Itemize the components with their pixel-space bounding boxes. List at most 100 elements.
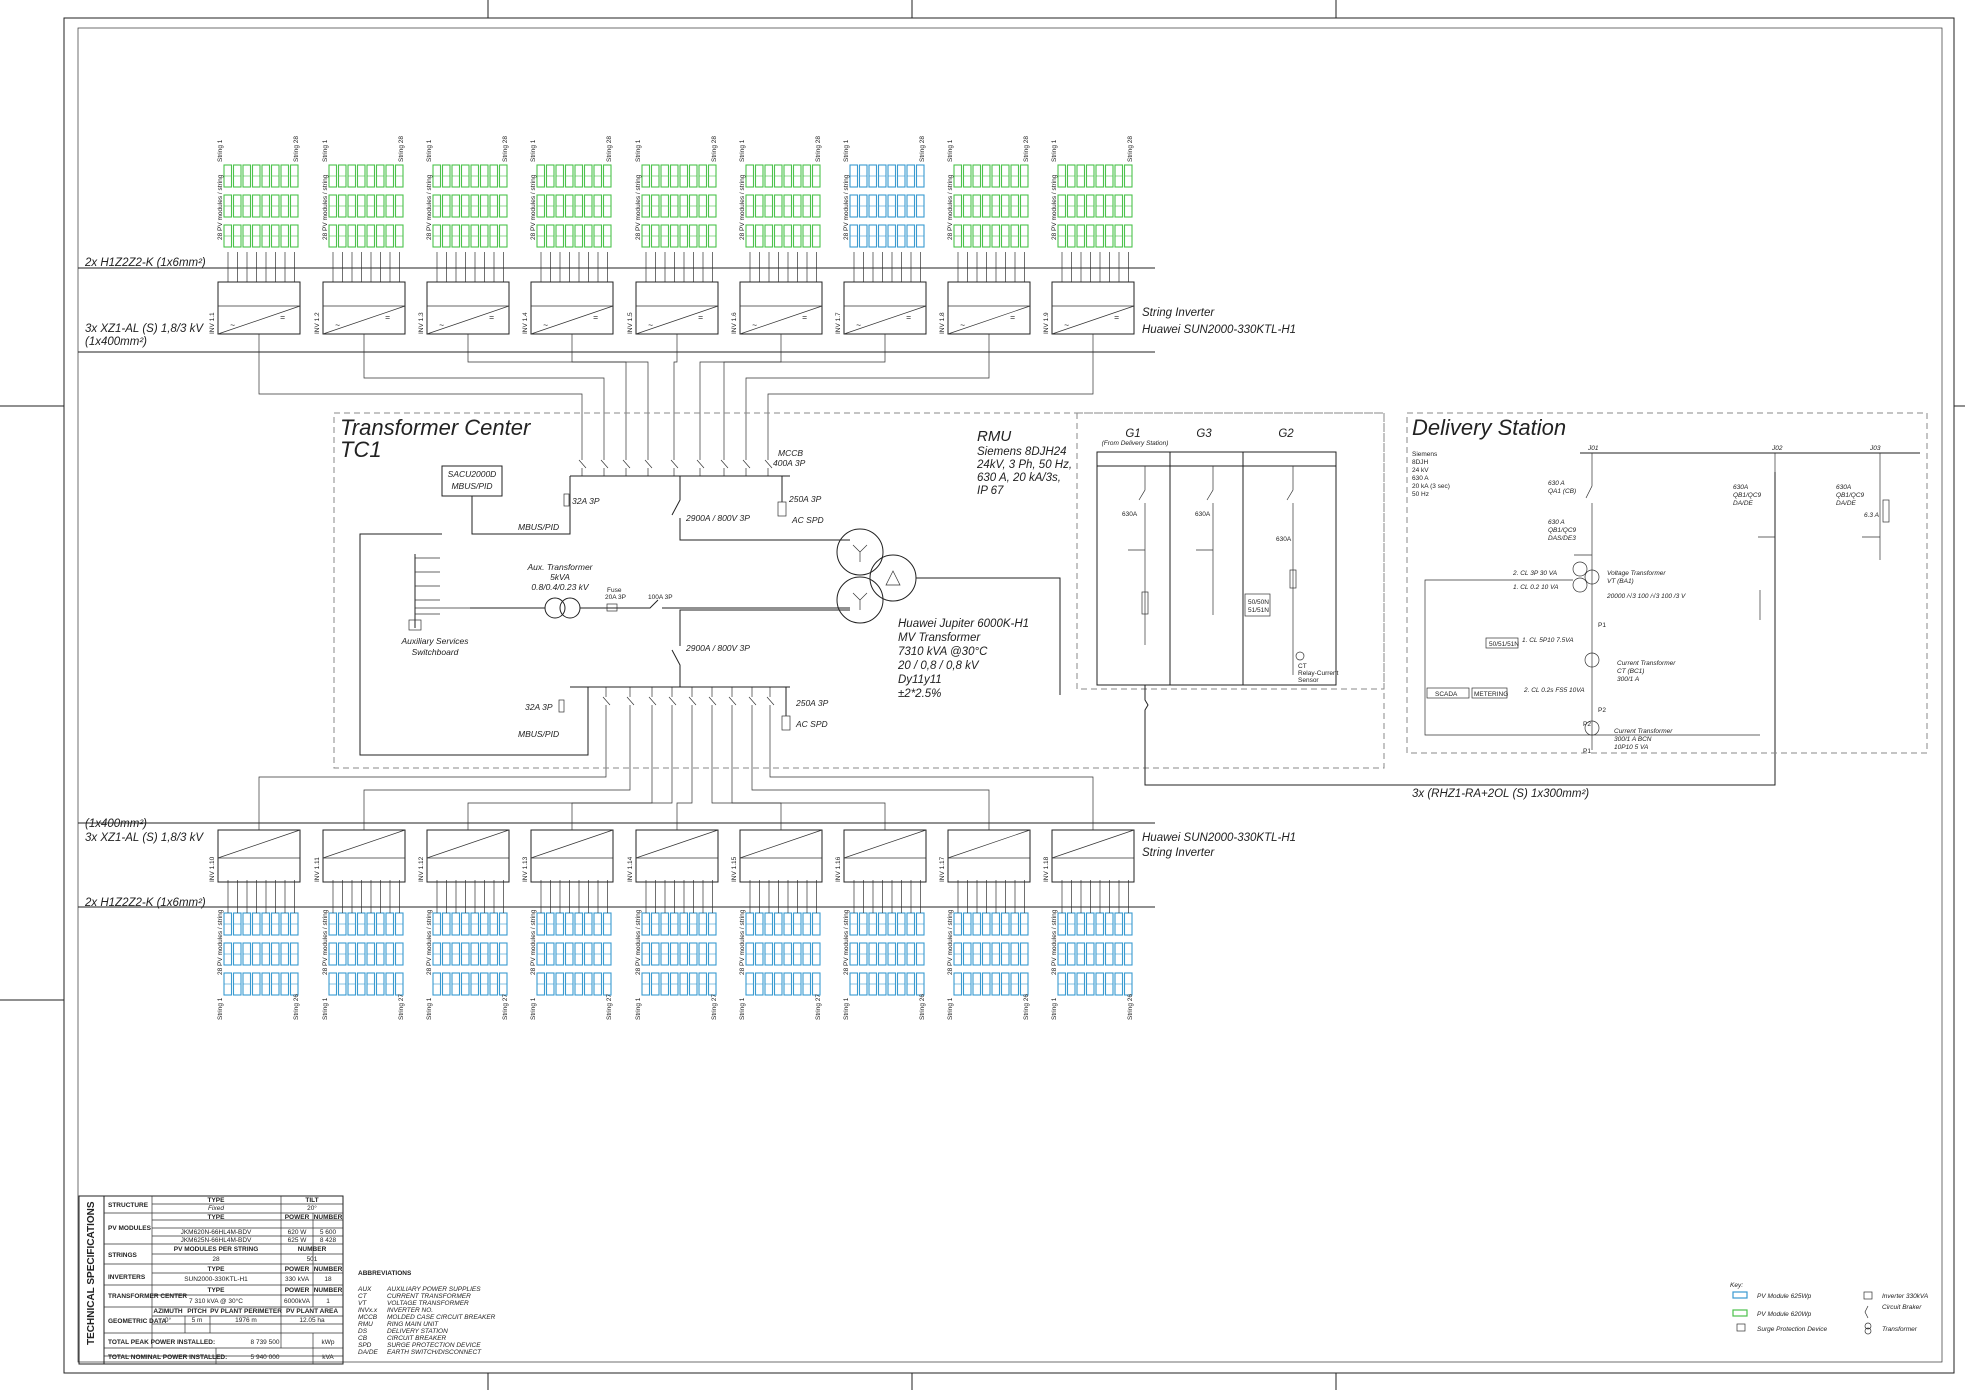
inverter-dc-symbol: = xyxy=(1114,312,1119,322)
mccb-breaker xyxy=(748,687,757,706)
rmu-spec-4: IP 67 xyxy=(977,485,1004,497)
bottom-ac-cable-label-1: (1x400mm²) xyxy=(85,818,147,830)
inverter-ac-symbol: ~ xyxy=(439,320,444,330)
inverter-dc-symbol: = xyxy=(1010,312,1015,322)
spec-total-nominal-unit: kVA xyxy=(322,1354,334,1361)
key-transformer-label: Transformer xyxy=(1882,1326,1918,1333)
spec-geo-header-pitch: PITCH xyxy=(187,1308,207,1315)
key-title: Key: xyxy=(1730,1282,1743,1289)
ds-vt-cl1: 2. CL 3P 30 VA xyxy=(1512,570,1557,577)
spec-inverters-header-power: POWER xyxy=(285,1266,310,1273)
string-first-label: String 1 xyxy=(843,139,850,162)
inverter-diagonal xyxy=(1051,305,1135,335)
abbreviation-meaning: MOLDED CASE CIRCUIT BREAKER xyxy=(387,1314,496,1321)
modules-per-string-label: 28 PV modules / string xyxy=(217,909,224,975)
inverter-ac-symbol: ~ xyxy=(543,320,548,330)
transformer-center-title-1: Transformer Center xyxy=(340,415,532,440)
string-inverter xyxy=(739,829,823,883)
modules-per-string-label: 28 PV modules / string xyxy=(530,909,537,975)
bottom-feeder-cable xyxy=(571,705,673,823)
transformer-center-boundary xyxy=(333,412,1385,769)
string-first-label: String 1 xyxy=(1051,997,1058,1020)
rmu-g1-feeder xyxy=(1128,466,1149,645)
string-inverter xyxy=(530,829,614,883)
string-last-label: String 28 xyxy=(502,136,509,162)
string-last-label: String 28 xyxy=(815,136,822,162)
spd-bottom-label: AC SPD xyxy=(795,719,828,729)
spec-geo-header-azimuth: AZIMUTH xyxy=(153,1308,183,1315)
aux-fuse-label-2: 20A 3P xyxy=(605,594,626,601)
mbus-bottom-wire xyxy=(359,533,589,756)
ds-spec-2: 8DJH xyxy=(1412,459,1429,466)
inverter-diagonal xyxy=(322,829,406,859)
string-first-label: String 1 xyxy=(1051,139,1058,162)
string-last-label: String 28 xyxy=(1127,136,1134,162)
ds-qb1-1: 630 A xyxy=(1548,519,1565,526)
inverter-diagonal xyxy=(739,305,823,335)
ds-j01-feeder xyxy=(1572,453,1600,750)
ds-p1-top: P1 xyxy=(1598,622,1606,629)
ds-relay-box xyxy=(1485,637,1519,649)
mccb-breaker xyxy=(764,459,773,476)
abbreviation-code: SPD xyxy=(358,1342,372,1349)
abbreviation-meaning: CURRENT TRANSFORMER xyxy=(387,1293,471,1300)
key-item-transformer: Transformer xyxy=(1864,1322,1918,1335)
bottom-feeder-cable xyxy=(711,705,782,823)
abbreviation-meaning: AUXILIARY POWER SUPPLIES xyxy=(386,1286,481,1293)
mccb-breaker xyxy=(622,459,631,476)
ds-vt-ratio: 20000 /√3 100 /√3 100 /3 V xyxy=(1606,592,1686,600)
mccb-breaker xyxy=(670,459,679,476)
spec-pv-row1-number: 5 600 xyxy=(320,1229,337,1236)
string-first-label: String 1 xyxy=(426,997,433,1020)
inverter-diagonal xyxy=(739,829,823,859)
spec-transformer-label: TRANSFORMER CENTER xyxy=(108,1293,187,1300)
mccb-breaker xyxy=(578,459,587,476)
spec-pv-row1-power: 620 W xyxy=(288,1229,308,1236)
string-last-label: String 28 xyxy=(293,136,300,162)
inverter-id-label: INV 1.11 xyxy=(314,857,321,882)
modules-per-string-label: 28 PV modules / string xyxy=(322,909,329,975)
string-last-label: String 27 xyxy=(398,994,405,1020)
aux-wire-right xyxy=(580,599,659,609)
inverter-ac-symbol: ~ xyxy=(648,320,653,330)
bottom-feeder-cable xyxy=(363,705,631,823)
mccb-breaker xyxy=(668,687,677,706)
inverter-ac-symbol: ~ xyxy=(1064,320,1069,330)
top-ac-cable-label-2: (1x400mm²) xyxy=(85,336,147,348)
string-inverter xyxy=(947,829,1031,883)
top-inverter-groups: String 1 String 28 28 PV modules / string ~… xyxy=(209,136,1135,352)
transformer-center-title-2: TC1 xyxy=(340,437,382,462)
inverter-id-label: INV 1.2 xyxy=(314,312,321,334)
inverter-ac-symbol: ~ xyxy=(335,320,340,330)
string-inverter xyxy=(426,829,510,883)
spec-pv-header-number: NUMBER xyxy=(314,1214,343,1221)
ds-ct2-cl: 2. CL 0.2s FS5 10VA xyxy=(1523,687,1585,694)
ds-qb1-3: DAS/DE3 xyxy=(1548,535,1576,542)
top-feeder-cable xyxy=(571,352,649,460)
string-last-label: String 26 xyxy=(919,994,926,1020)
spec-pv-header-power: POWER xyxy=(285,1214,310,1221)
spec-inverters-power: 330 kVA xyxy=(285,1276,310,1283)
spd-icon xyxy=(1736,1323,1746,1332)
modules-per-string-label: 28 PV modules / string xyxy=(322,174,329,240)
pv-module-620-swatch xyxy=(1732,1309,1748,1317)
abbreviation-code: DS xyxy=(358,1328,368,1335)
inverter-dc-symbol: = xyxy=(698,312,703,322)
ds-spec-3: 24 kV xyxy=(1412,467,1429,474)
inverter-id-label: INV 1.14 xyxy=(627,856,634,882)
key-item-inverter: Inverter 330kVA xyxy=(1863,1291,1928,1300)
top-inverter-label-2: Huawei SUN2000-330KTL-H1 xyxy=(1142,324,1296,336)
mccb-breaker xyxy=(602,687,611,706)
top-ac-cable-label-1: 3x XZ1-AL (S) 1,8/3 kV xyxy=(85,323,204,335)
mccb-breaker xyxy=(766,687,775,706)
bottom-inverter-label-1: Huawei SUN2000-330KTL-H1 xyxy=(1142,832,1296,844)
aux-transformer-label-3: 0.8/0.4/0.23 kV xyxy=(531,582,590,592)
ds-ct1-cl: 1. CL 5P10 7.5VA xyxy=(1522,637,1574,644)
spec-geo-area: 12.05 ha xyxy=(299,1317,325,1324)
modules-per-string-label: 28 PV modules / string xyxy=(426,909,433,975)
rmu-g2-feeder xyxy=(1244,466,1305,675)
spec-total-peak-label: TOTAL PEAK POWER INSTALLED: xyxy=(108,1339,215,1346)
inverter-ac-symbol: ~ xyxy=(856,320,861,330)
